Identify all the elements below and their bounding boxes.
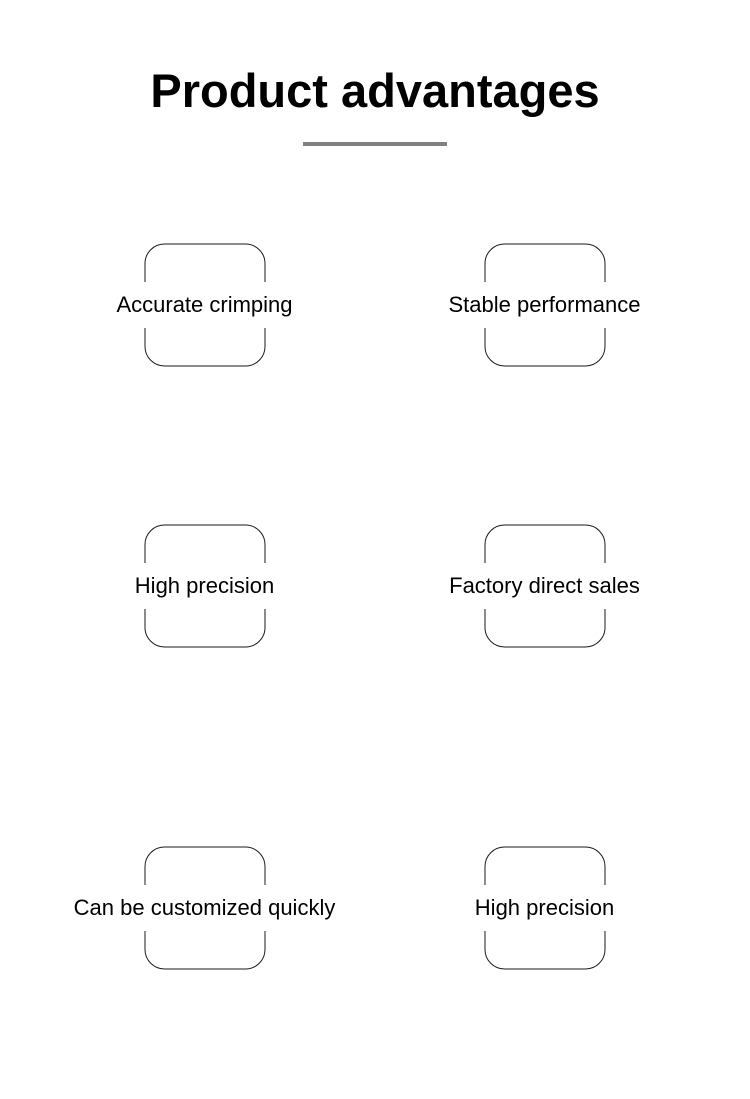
- advantage-item-accurate-crimping[interactable]: Accurate crimping: [17, 180, 392, 430]
- advantage-label-band: Can be customized quickly: [17, 885, 392, 931]
- advantage-item-high-precision-2[interactable]: High precision: [357, 783, 732, 1033]
- advantage-label-band: Stable performance: [357, 282, 732, 328]
- title-divider: [303, 142, 447, 146]
- advantage-label: Can be customized quickly: [73, 895, 336, 920]
- advantage-item-can-be-customized-quickly[interactable]: Can be customized quickly: [17, 783, 392, 1033]
- advantage-label: Accurate crimping: [116, 292, 293, 317]
- advantage-label: High precision: [474, 895, 615, 920]
- advantage-label-band: Factory direct sales: [357, 563, 732, 609]
- advantage-label: High precision: [134, 573, 275, 598]
- advantage-label: Factory direct sales: [449, 573, 640, 598]
- advantage-label-band: Accurate crimping: [17, 282, 392, 328]
- advantage-item-factory-direct-sales[interactable]: Factory direct sales: [357, 461, 732, 711]
- advantage-label-band: High precision: [17, 563, 392, 609]
- advantage-label-band: High precision: [357, 885, 732, 931]
- advantage-item-stable-performance[interactable]: Stable performance: [357, 180, 732, 430]
- advantage-item-high-precision-1[interactable]: High precision: [17, 461, 392, 711]
- advantage-label: Stable performance: [448, 292, 641, 317]
- page-title: Product advantages: [150, 64, 600, 117]
